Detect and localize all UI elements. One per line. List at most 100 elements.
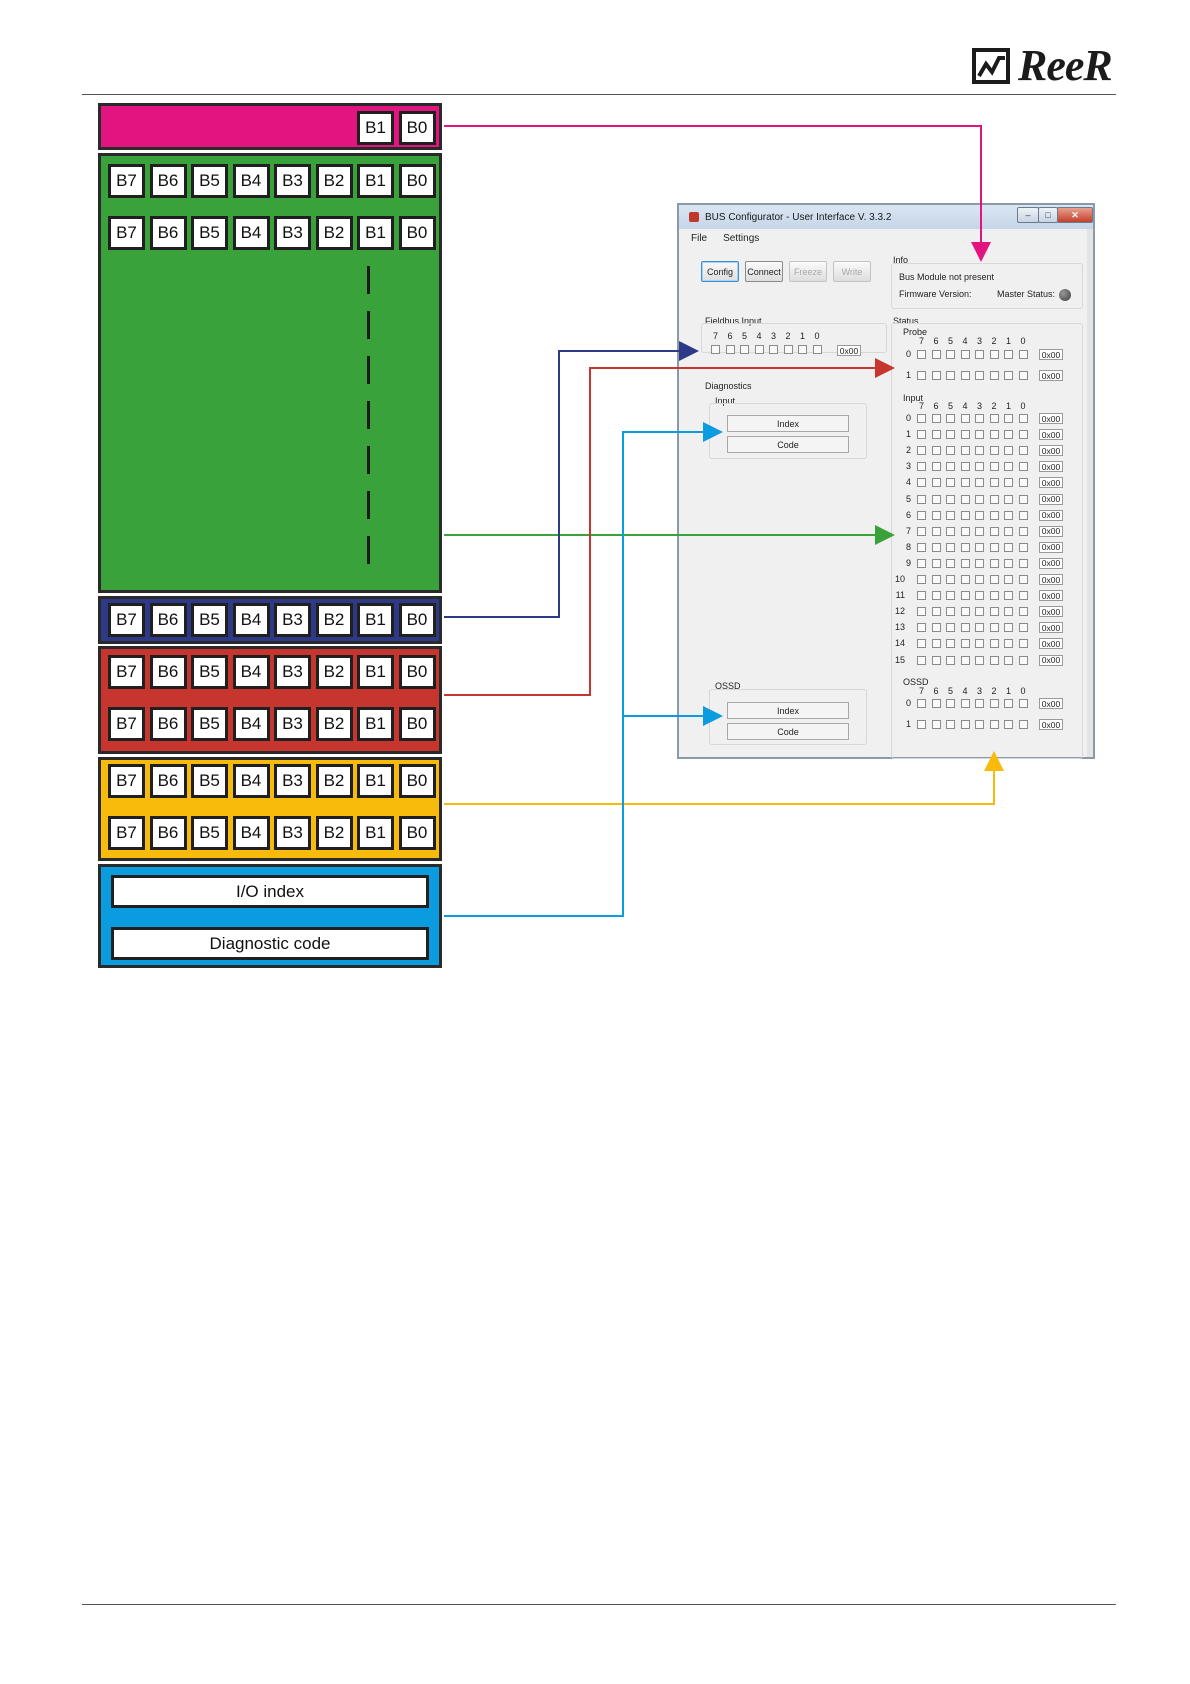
input-checkbox[interactable] — [989, 623, 999, 633]
probe-checkbox[interactable] — [975, 350, 984, 359]
input-checkbox[interactable] — [960, 494, 970, 504]
input-checkbox[interactable] — [989, 430, 999, 440]
input-checkbox[interactable] — [989, 446, 999, 456]
freeze-button[interactable]: Freeze — [789, 261, 827, 282]
input-checkbox[interactable] — [989, 526, 999, 536]
ossd_right-checkbox[interactable] — [917, 720, 926, 729]
input-checkbox[interactable] — [1018, 655, 1028, 665]
input-checkbox[interactable] — [989, 494, 999, 504]
input-checkbox[interactable] — [960, 526, 970, 536]
input-checkbox[interactable] — [960, 591, 970, 601]
input-checkbox[interactable] — [960, 639, 970, 649]
input-checkbox[interactable] — [917, 623, 926, 633]
input-checkbox[interactable] — [989, 542, 999, 552]
write-button[interactable]: Write — [833, 261, 871, 282]
ossd_right-checkbox[interactable] — [1018, 699, 1028, 708]
input-checkbox[interactable] — [1004, 494, 1013, 504]
probe-checkbox[interactable] — [1004, 371, 1013, 380]
input-checkbox[interactable] — [960, 607, 970, 617]
probe-checkbox[interactable] — [975, 371, 984, 380]
input-checkbox[interactable] — [975, 414, 984, 423]
fieldbus-bit-checkbox[interactable] — [725, 345, 735, 354]
probe-checkbox[interactable] — [989, 350, 999, 359]
ossd_right-checkbox[interactable] — [989, 699, 999, 708]
input-checkbox[interactable] — [1004, 526, 1013, 536]
input-checkbox[interactable] — [917, 639, 926, 649]
input-checkbox[interactable] — [917, 462, 926, 472]
input-checkbox[interactable] — [917, 558, 926, 568]
input-checkbox[interactable] — [917, 494, 926, 504]
input-checkbox[interactable] — [917, 655, 926, 665]
input-checkbox[interactable] — [917, 526, 926, 536]
input-checkbox[interactable] — [917, 510, 926, 520]
input-checkbox[interactable] — [989, 655, 999, 665]
fieldbus-bit-checkbox[interactable] — [711, 345, 720, 354]
input-checkbox[interactable] — [975, 510, 984, 520]
input-checkbox[interactable] — [960, 446, 970, 456]
ossd_right-checkbox[interactable] — [931, 720, 941, 729]
input-checkbox[interactable] — [931, 558, 941, 568]
input-checkbox[interactable] — [931, 591, 941, 601]
fieldbus-bit-checkbox[interactable] — [798, 345, 807, 354]
input-checkbox[interactable] — [931, 478, 941, 488]
input-checkbox[interactable] — [1004, 575, 1013, 584]
fieldbus-bit-checkbox[interactable] — [812, 345, 822, 354]
input-checkbox[interactable] — [1004, 414, 1013, 423]
input-checkbox[interactable] — [989, 558, 999, 568]
ossd_right-checkbox[interactable] — [931, 699, 941, 708]
input-checkbox[interactable] — [1004, 607, 1013, 617]
input-checkbox[interactable] — [960, 623, 970, 633]
input-checkbox[interactable] — [917, 575, 926, 584]
fieldbus-bit-checkbox[interactable] — [769, 345, 778, 354]
input-checkbox[interactable] — [917, 446, 926, 456]
ossd_right-checkbox[interactable] — [960, 699, 970, 708]
probe-checkbox[interactable] — [946, 371, 955, 380]
input-checkbox[interactable] — [975, 526, 984, 536]
input-checkbox[interactable] — [1018, 639, 1028, 649]
fieldbus-bit-checkbox[interactable] — [740, 345, 749, 354]
input-checkbox[interactable] — [960, 655, 970, 665]
input-checkbox[interactable] — [946, 655, 955, 665]
probe-checkbox[interactable] — [917, 371, 926, 380]
input-checkbox[interactable] — [975, 575, 984, 584]
input-checkbox[interactable] — [975, 542, 984, 552]
ossd_right-checkbox[interactable] — [917, 699, 926, 708]
probe-checkbox[interactable] — [917, 350, 926, 359]
input-checkbox[interactable] — [931, 414, 941, 423]
input-checkbox[interactable] — [1018, 478, 1028, 488]
probe-checkbox[interactable] — [946, 350, 955, 359]
input-checkbox[interactable] — [1004, 558, 1013, 568]
input-checkbox[interactable] — [946, 414, 955, 423]
ossd_right-checkbox[interactable] — [1018, 720, 1028, 729]
probe-checkbox[interactable] — [1004, 350, 1013, 359]
probe-checkbox[interactable] — [931, 350, 941, 359]
input-checkbox[interactable] — [960, 575, 970, 584]
connect-button[interactable]: Connect — [745, 261, 783, 282]
input-checkbox[interactable] — [946, 462, 955, 472]
input-checkbox[interactable] — [1004, 446, 1013, 456]
input-checkbox[interactable] — [960, 510, 970, 520]
input-checkbox[interactable] — [975, 655, 984, 665]
input-checkbox[interactable] — [946, 446, 955, 456]
input-checkbox[interactable] — [1018, 494, 1028, 504]
input-checkbox[interactable] — [931, 462, 941, 472]
input-checkbox[interactable] — [975, 430, 984, 440]
input-checkbox[interactable] — [1018, 414, 1028, 423]
input-checkbox[interactable] — [946, 494, 955, 504]
input-checkbox[interactable] — [946, 558, 955, 568]
input-checkbox[interactable] — [917, 607, 926, 617]
input-checkbox[interactable] — [931, 575, 941, 584]
input-checkbox[interactable] — [946, 526, 955, 536]
input-checkbox[interactable] — [975, 494, 984, 504]
input-checkbox[interactable] — [1004, 510, 1013, 520]
input-checkbox[interactable] — [946, 591, 955, 601]
input-checkbox[interactable] — [975, 478, 984, 488]
probe-checkbox[interactable] — [960, 371, 970, 380]
input-checkbox[interactable] — [946, 623, 955, 633]
input-checkbox[interactable] — [1018, 462, 1028, 472]
input-checkbox[interactable] — [1004, 430, 1013, 440]
input-checkbox[interactable] — [931, 430, 941, 440]
input-checkbox[interactable] — [1018, 526, 1028, 536]
input-checkbox[interactable] — [975, 446, 984, 456]
input-checkbox[interactable] — [946, 478, 955, 488]
